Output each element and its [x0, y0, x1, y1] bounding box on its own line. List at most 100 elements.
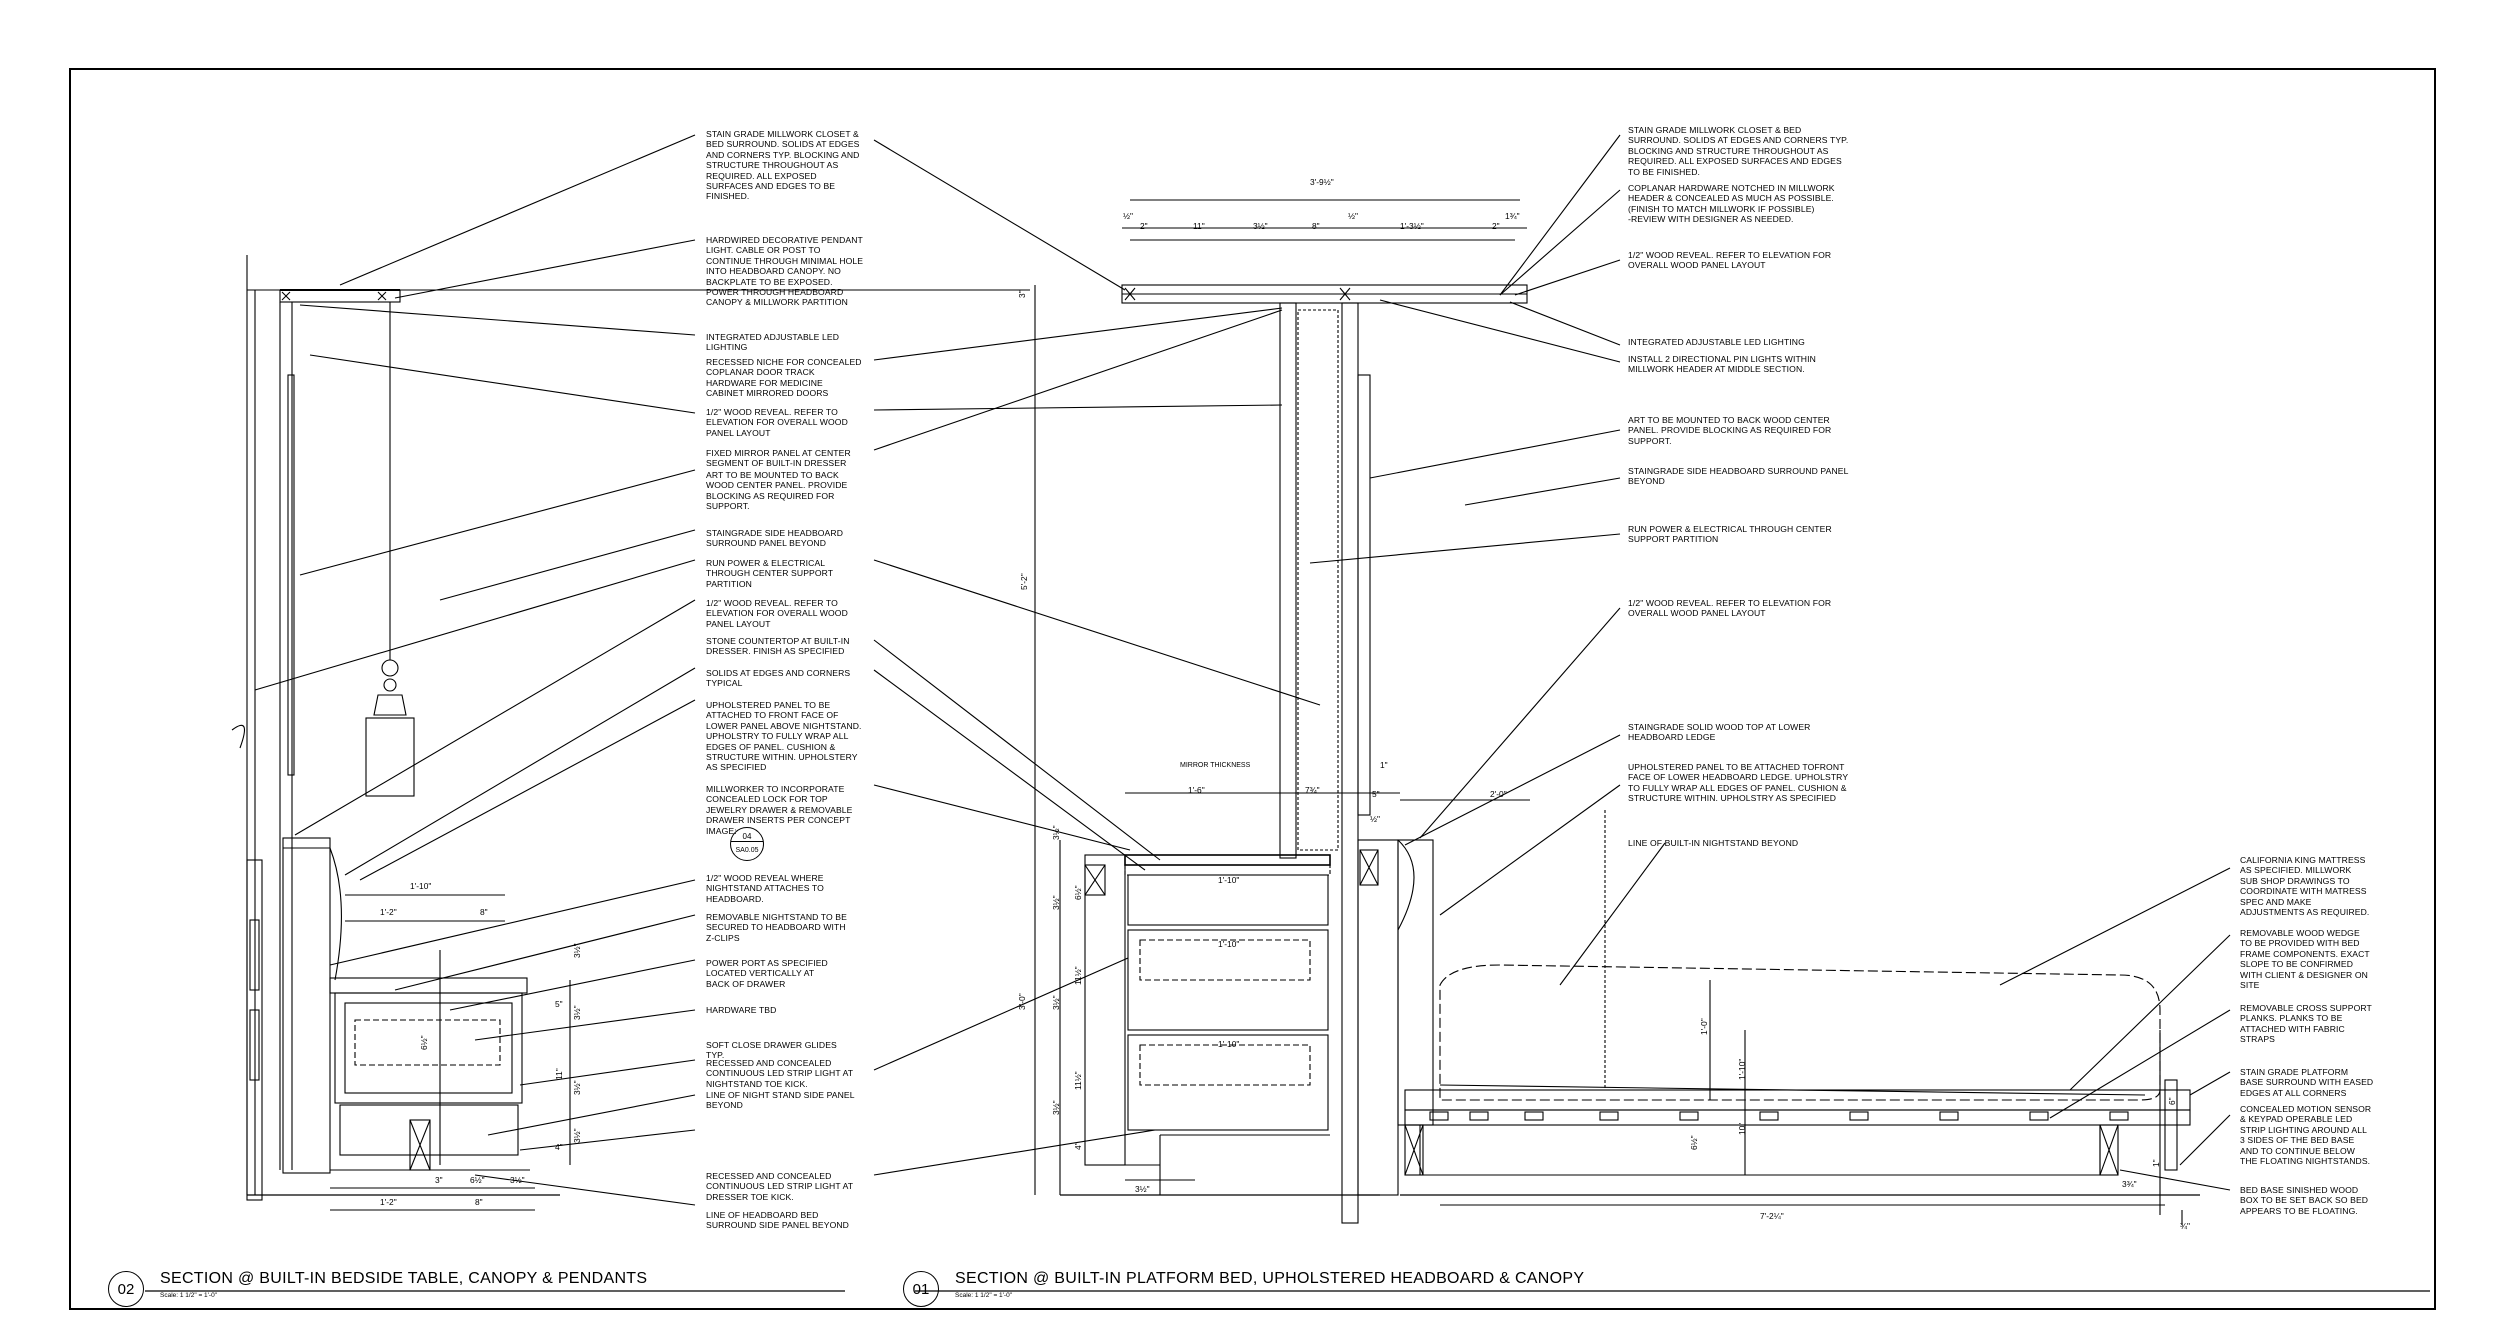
right-note-2: COPLANAR HARDWARE NOTCHED IN MILLWORK HE… [1628, 183, 1835, 225]
left-section-02 [231, 134, 1030, 1211]
detail-number-01: 01 [903, 1271, 939, 1307]
dims-left-label: 3½" [572, 1128, 582, 1143]
dims-left-label: 8" [480, 907, 488, 917]
dims-center-label: 1'-3½" [1400, 221, 1424, 231]
right-note-12: LINE OF BUILT-IN NIGHTSTAND BEYOND [1628, 838, 1799, 848]
dims-center-label: 11½" [1073, 1071, 1083, 1090]
bed-note-5: CONCEALED MOTION SENSOR & KEYPAD OPERABL… [2240, 1104, 2372, 1167]
left-note-10: 1/2" WOOD REVEAL. REFER TO ELEVATION FOR… [706, 598, 848, 629]
left-note-12: SOLIDS AT EDGES AND CORNERS TYPICAL [706, 668, 851, 689]
dims-center-label: 2" [1140, 221, 1148, 231]
detail-callout-number: 04 [731, 832, 763, 842]
dims-right-label: 1" [2151, 1159, 2161, 1167]
dims-center-label: 1" [1380, 760, 1388, 770]
dims-right-label: ¾" [2180, 1221, 2190, 1231]
dims-left-label: 6½" [470, 1175, 485, 1185]
dims-left-label: 4" [555, 1142, 563, 1152]
dims-left-label: 3½" [510, 1175, 525, 1185]
dims-right-label: 3¾" [2122, 1179, 2137, 1189]
left-note-16: REMOVABLE NIGHTSTAND TO BE SECURED TO HE… [706, 912, 847, 943]
dims-center-label: ½" [1348, 211, 1358, 221]
dims-center-label: 3'-9½" [1310, 177, 1334, 187]
left-note-3: INTEGRATED ADJUSTABLE LED LIGHTING [706, 332, 840, 353]
right-note-9: 1/2" WOOD REVEAL. REFER TO ELEVATION FOR… [1628, 598, 1832, 619]
left-note-1: STAIN GRADE MILLWORK CLOSET & BED SURROU… [706, 129, 860, 202]
dims-center-label: 1'-10" [1218, 875, 1240, 885]
bed-note-2: REMOVABLE WOOD WEDGE TO BE PROVIDED WITH… [2240, 928, 2370, 991]
dims-center-label: 8" [1312, 221, 1320, 231]
dims-right-label: 7'-2¼" [1760, 1211, 1784, 1221]
left-note-20: RECESSED AND CONCEALED CONTINUOUS LED ST… [706, 1058, 854, 1089]
bed-note-4: STAIN GRADE PLATFORM BASE SURROUND WITH … [2240, 1067, 2374, 1098]
dims-center-label: 1'-10" [1218, 939, 1240, 949]
dims-right-label: 6½" [1689, 1135, 1699, 1150]
dims-right-label: 1'-10" [1737, 1058, 1747, 1080]
left-note-18: HARDWARE TBD [706, 1005, 777, 1015]
dims-right-label: 10" [1737, 1122, 1747, 1135]
right-note-4: INTEGRATED ADJUSTABLE LED LIGHTING [1628, 337, 1805, 347]
left-note-13: UPHOLSTERED PANEL TO BE ATTACHED TO FRON… [706, 700, 862, 773]
dims-left-label: 6½" [419, 1035, 429, 1050]
dims-right-label: 6" [2167, 1097, 2177, 1105]
mirror-thickness-label: MIRROR THICKNESS [1180, 762, 1251, 769]
dims-center-label: 2'-0" [1490, 789, 1507, 799]
dims-center-label: 5'-2" [1019, 573, 1029, 590]
dims-left-label: 3½" [572, 943, 582, 958]
dims-left-label: 1'-2" [380, 1197, 397, 1207]
dims-center-label: 3½" [1051, 1100, 1061, 1115]
left-note-22: RECESSED AND CONCEALED CONTINUOUS LED ST… [706, 1171, 854, 1202]
dims-center-label: ½" [1370, 814, 1380, 824]
detail-number-02: 02 [108, 1271, 144, 1307]
dims-center-label: 11" [1193, 221, 1205, 231]
dims-center-label: 3½" [1253, 221, 1268, 231]
dims-center-label: 5" [1372, 789, 1380, 799]
dims-center-label: 3½" [1051, 995, 1061, 1010]
right-note-1: STAIN GRADE MILLWORK CLOSET & BED SURROU… [1628, 125, 1849, 177]
dims-center-label: 6½" [1073, 885, 1083, 900]
detail-callout: 04 SA0.05 [730, 827, 764, 861]
dims-center-label: 4" [1073, 1142, 1083, 1150]
bed-note-1: CALIFORNIA KING MATTRESS AS SPECIFIED. M… [2240, 855, 2370, 918]
dims-center-label: 3'-0" [1017, 993, 1027, 1010]
left-note-6: FIXED MIRROR PANEL AT CENTER SEGMENT OF … [706, 448, 851, 469]
right-note-11: UPHOLSTERED PANEL TO BE ATTACHED TOFRONT… [1628, 762, 1849, 804]
dims-left-label: 3½" [572, 1080, 582, 1095]
left-note-11: STONE COUNTERTOP AT BUILT-IN DRESSER. FI… [706, 636, 850, 657]
left-note-9: RUN POWER & ELECTRICAL THROUGH CENTER SU… [706, 558, 834, 589]
dims-center-label: ½" [1123, 211, 1133, 221]
right-note-7: STAINGRADE SIDE HEADBOARD SURROUND PANEL… [1628, 466, 1849, 487]
dims-center-label: 3½" [1051, 895, 1061, 910]
sheet-border [69, 68, 2436, 1310]
cross-planks [1429, 1111, 2129, 1121]
dims-right-label: 1'-0" [1699, 1018, 1709, 1035]
dims-center-label: 7¾" [1305, 785, 1320, 795]
right-note-5: INSTALL 2 DIRECTIONAL PIN LIGHTS WITHIN … [1628, 354, 1816, 375]
section-title-01: SECTION @ BUILT-IN PLATFORM BED, UPHOLST… [955, 1270, 1585, 1287]
dims-center-label: 2" [1492, 221, 1500, 231]
bed-section [1400, 810, 2231, 1225]
section-scale-01: Scale: 1 1/2" = 1'-0" [955, 1292, 1012, 1299]
left-note-15: 1/2" WOOD REVEAL WHERE NIGHTSTAND ATTACH… [706, 873, 824, 904]
dims-center-label: 11½" [1073, 966, 1083, 985]
left-note-8: STAINGRADE SIDE HEADBOARD SURROUND PANEL… [706, 528, 843, 549]
dims-center-label: 1¾" [1505, 211, 1520, 221]
dims-left-label: 3" [435, 1175, 443, 1185]
center-section-01 [873, 134, 1666, 1224]
left-note-7: ART TO BE MOUNTED TO BACK WOOD CENTER PA… [706, 470, 848, 512]
left-note-14: MILLWORKER TO INCORPORATE CONCEALED LOCK… [706, 784, 853, 836]
dims-center-label: 3" [1017, 290, 1027, 298]
right-note-8: RUN POWER & ELECTRICAL THROUGH CENTER SU… [1628, 524, 1832, 545]
left-note-21: LINE OF NIGHT STAND SIDE PANEL BEYOND [706, 1090, 855, 1111]
section-scale-02: Scale: 1 1/2" = 1'-0" [160, 1292, 217, 1299]
right-note-10: STAINGRADE SOLID WOOD TOP AT LOWER HEADB… [1628, 722, 1811, 743]
detail-callout-sheet: SA0.05 [735, 847, 759, 854]
dims-left-label: 5" [555, 999, 563, 1009]
dims-left-label: 1'-10" [410, 881, 432, 891]
dims-left-label: 1'-2" [380, 907, 397, 917]
section-title-02: SECTION @ BUILT-IN BEDSIDE TABLE, CANOPY… [160, 1270, 648, 1287]
dims-left-label: 8" [475, 1197, 483, 1207]
right-note-3: 1/2" WOOD REVEAL. REFER TO ELEVATION FOR… [1628, 250, 1832, 271]
dims-center-label: 1'-6" [1188, 785, 1205, 795]
